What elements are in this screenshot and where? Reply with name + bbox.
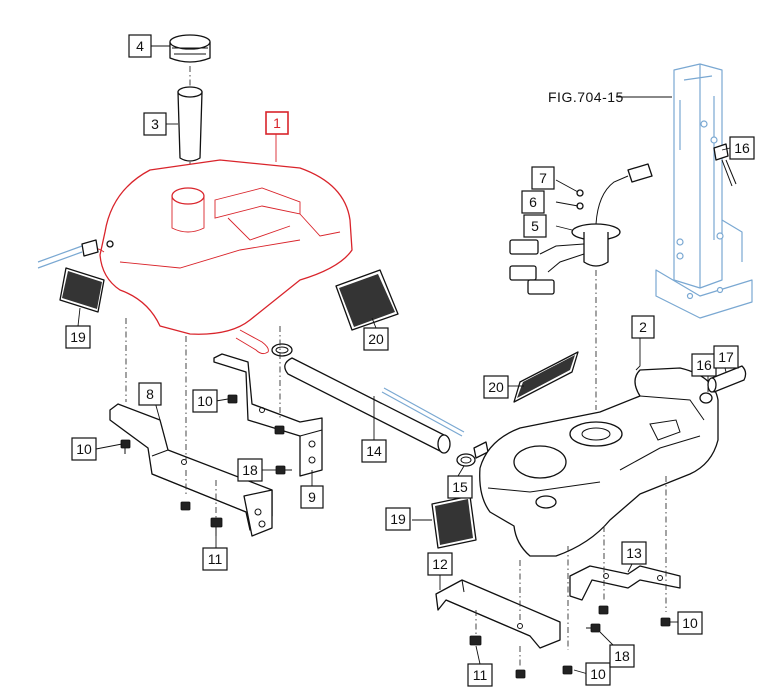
- bolt-18-left: [275, 465, 292, 475]
- filler-cap: [169, 34, 211, 63]
- callout-18-right: 18: [609, 644, 635, 668]
- callout-7: 7: [531, 166, 555, 190]
- svg-text:17: 17: [718, 349, 734, 365]
- svg-text:6: 6: [529, 194, 537, 210]
- bolt-11-left: [210, 517, 223, 536]
- svg-text:19: 19: [70, 329, 86, 345]
- svg-text:9: 9: [308, 489, 316, 505]
- bracket-8: [109, 403, 273, 537]
- svg-text:4: 4: [136, 38, 144, 54]
- callout-10-left-b: 10: [192, 389, 218, 413]
- svg-text:19: 19: [390, 511, 406, 527]
- callout-10-right-b: 10: [585, 662, 611, 686]
- svg-text:10: 10: [682, 615, 698, 631]
- figure-reference-label: FIG.704-15: [548, 89, 624, 105]
- nut-right-13: [598, 605, 609, 615]
- svg-text:15: 15: [452, 479, 468, 495]
- callout-16-reference: 16: [729, 136, 755, 160]
- callout-10-right-a: 10: [677, 611, 703, 635]
- svg-text:2: 2: [639, 319, 647, 335]
- fuel-tank-highlighted: [89, 159, 353, 355]
- svg-text:20: 20: [488, 379, 504, 395]
- reference-frame-fig-704-15: [655, 63, 753, 319]
- svg-text:10: 10: [76, 441, 92, 457]
- callout-11-right: 11: [467, 663, 493, 687]
- callout-10-left-a: 10: [71, 437, 97, 461]
- bracket-9: [213, 353, 323, 477]
- callout-11-left: 11: [202, 547, 228, 571]
- label-sticker-left: [59, 267, 105, 313]
- nut-right-bottom-b: [515, 669, 526, 679]
- callout-12: 12: [427, 552, 453, 576]
- svg-text:11: 11: [208, 551, 223, 567]
- callout-20-right: 20: [483, 375, 509, 399]
- label-sticker-19-right: [431, 495, 477, 549]
- bracket-12: [435, 579, 561, 649]
- clamp-16-right: [699, 392, 713, 404]
- nut-10-right: [660, 617, 671, 627]
- callout-19-left: 19: [65, 325, 91, 349]
- filler-neck-tube: [177, 86, 203, 162]
- svg-text:7: 7: [539, 170, 547, 186]
- hose-17: [707, 365, 747, 393]
- callout-4: 4: [128, 34, 152, 58]
- bracket-13: [569, 565, 681, 601]
- hose-clamp-15: [456, 441, 489, 467]
- bolt-11-right: [469, 635, 482, 646]
- callout-1: 1: [265, 111, 289, 135]
- callout-6: 6: [521, 190, 545, 214]
- callout-18-left: 18: [237, 458, 263, 482]
- svg-text:12: 12: [432, 556, 448, 572]
- svg-text:11: 11: [473, 667, 488, 683]
- callout-19-right: 19: [385, 507, 411, 531]
- bolt-10-left-b: [227, 394, 238, 404]
- svg-text:8: 8: [146, 386, 154, 402]
- svg-text:3: 3: [151, 116, 159, 132]
- nut-10-right-bottom: [562, 665, 573, 675]
- svg-text:1: 1: [273, 115, 281, 131]
- hose-clamp-upper: [271, 343, 293, 357]
- nut-left-under: [180, 501, 191, 511]
- svg-text:13: 13: [626, 545, 642, 561]
- fuel-line-fitting: [81, 239, 114, 257]
- bolt-10-left-a: [120, 439, 131, 454]
- svg-text:10: 10: [590, 666, 606, 682]
- callout-8: 8: [138, 382, 162, 406]
- svg-text:16: 16: [734, 140, 750, 156]
- callout-16-right: 16: [691, 353, 717, 377]
- callout-3: 3: [143, 112, 167, 136]
- bolt-18-right: [586, 623, 601, 633]
- callout-17: 17: [713, 345, 739, 369]
- svg-text:16: 16: [696, 357, 712, 373]
- fuel-tank-2: [479, 367, 719, 557]
- callout-9: 9: [300, 485, 324, 509]
- svg-text:18: 18: [242, 462, 258, 478]
- fuel-sender-unit: [509, 163, 653, 295]
- callout-20-left: 20: [363, 327, 389, 351]
- callout-14: 14: [361, 439, 387, 463]
- callout-13: 13: [621, 541, 647, 565]
- callout-2: 2: [631, 315, 655, 339]
- svg-text:18: 18: [614, 648, 630, 664]
- svg-text:10: 10: [197, 393, 213, 409]
- svg-text:14: 14: [366, 443, 382, 459]
- label-sticker-right-top: [335, 269, 399, 331]
- clamp-16-reference: [713, 143, 737, 187]
- fuel-hose: [284, 357, 451, 454]
- callout-5: 5: [523, 214, 547, 238]
- label-sticker-20-right: [513, 351, 579, 403]
- callout-15: 15: [447, 475, 473, 499]
- nut-left-mid: [274, 425, 285, 435]
- svg-text:20: 20: [368, 331, 384, 347]
- svg-text:5: 5: [531, 218, 539, 234]
